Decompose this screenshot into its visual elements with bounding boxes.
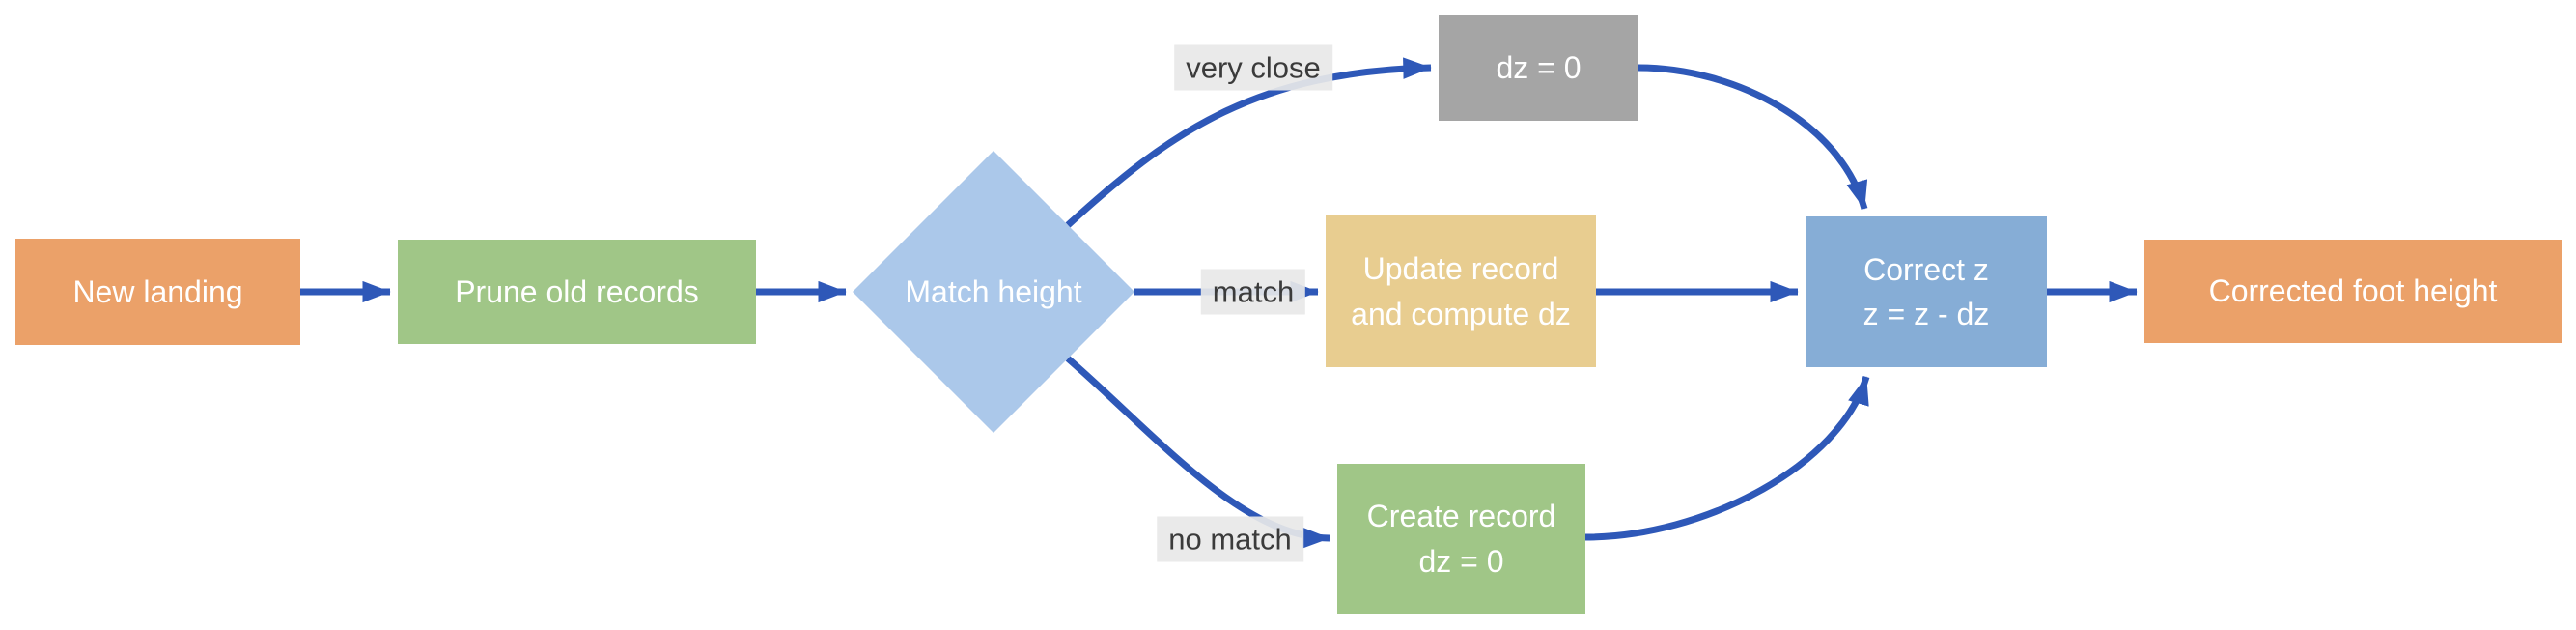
node-correct-z-line1: Correct z <box>1863 251 1989 287</box>
edge-label-match: match <box>1200 269 1306 315</box>
node-create-record: Create record dz = 0 <box>1337 464 1585 614</box>
node-create-record-line2: dz = 0 <box>1418 543 1504 579</box>
node-correct-z: Correct z z = z - dz <box>1806 216 2047 367</box>
node-update-record-line2: and compute dz <box>1351 296 1571 331</box>
node-prune-old-records-label: Prune old records <box>455 273 699 309</box>
node-correct-z-line2: z = z - dz <box>1862 297 1990 331</box>
edge-dzzero-correctz <box>1638 64 1868 210</box>
node-update-record-line1: Update record <box>1362 251 1559 287</box>
edge-label-very-close: very close <box>1174 44 1332 91</box>
node-new-landing-label: New landing <box>72 273 243 309</box>
edge-match-dzzero <box>1065 57 1432 228</box>
node-update-record: Update record and compute dz <box>1326 215 1596 367</box>
node-corrected-foot-height: Corrected foot height <box>2144 240 2562 343</box>
node-corrected-foot-height-label: Corrected foot height <box>2208 273 2498 309</box>
node-create-record-line1: Create record <box>1366 499 1556 534</box>
node-match-height-label: Match height <box>905 273 1082 309</box>
node-prune-old-records: Prune old records <box>398 240 756 344</box>
node-dz-zero-label: dz = 0 <box>1496 50 1582 86</box>
node-dz-zero: dz = 0 <box>1439 15 1638 121</box>
edge-match-createrecord <box>1065 356 1330 549</box>
edge-label-no-match: no match <box>1157 516 1303 562</box>
edge-create-correctz <box>1584 376 1870 541</box>
node-new-landing: New landing <box>15 239 300 345</box>
